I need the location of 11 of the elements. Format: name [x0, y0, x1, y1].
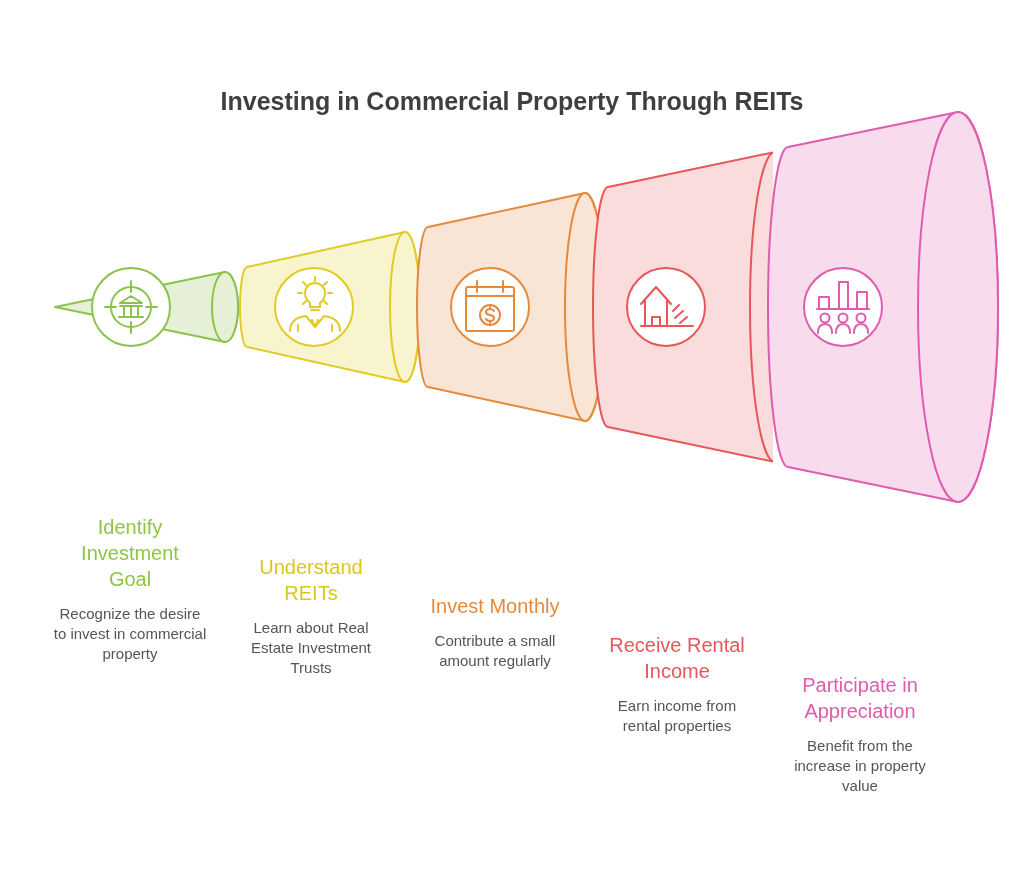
stage-description: Contribute a small amount regularly [433, 631, 557, 671]
stage-description: Earn income from rental properties [616, 696, 738, 736]
stage-description: Learn about Real Estate Investment Trusts [249, 618, 373, 678]
stage-heading: Invest Monthly [430, 594, 560, 619]
stage-heading: Identify Investment Goal [80, 515, 180, 592]
stage-heading: Receive Rental Income [608, 633, 746, 684]
stage-description: Recognize the desire to invest in commercial property [52, 604, 208, 664]
stage-heading: Participate in Appreciation [801, 673, 919, 724]
stage-heading: Understand REITs [258, 555, 364, 606]
stage-description: Benefit from the increase in property value [793, 736, 927, 796]
diagram-title: Investing in Commercial Property Through REITs [220, 86, 804, 116]
